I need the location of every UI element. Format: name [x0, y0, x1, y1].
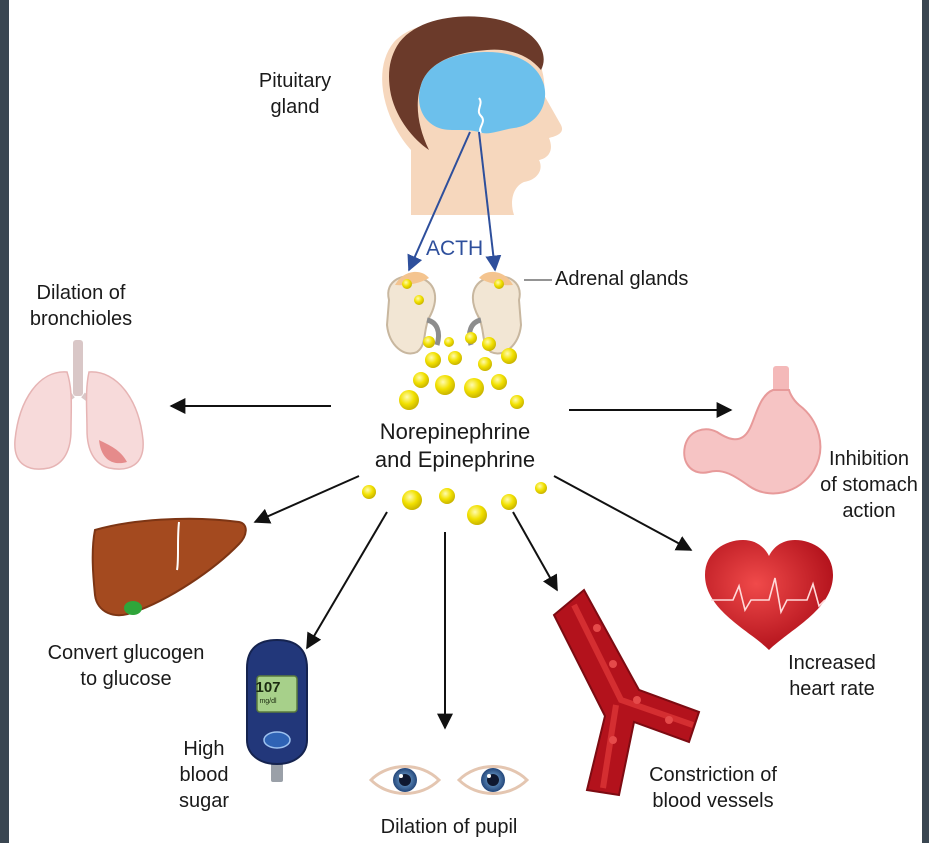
heart	[705, 540, 833, 650]
head-illustration	[382, 16, 562, 215]
acth-label: ACTH	[426, 236, 483, 262]
vessels-label: Constriction of blood vessels	[615, 762, 811, 814]
lung-left	[15, 372, 71, 469]
high-blood-sugar-label: High blood sugar	[169, 736, 239, 814]
stomach-label: Inhibition of stomach action	[817, 446, 921, 524]
arrow-to-glucose-meter	[307, 512, 387, 648]
adrenal-glands-label: Adrenal glands	[555, 266, 688, 292]
pupil-label: Dilation of pupil	[339, 814, 559, 840]
eyes-illustration	[371, 767, 527, 794]
bronchioles-label: Dilation of bronchioles	[11, 280, 151, 332]
trachea	[73, 340, 83, 396]
meter-button[interactable]	[264, 732, 290, 748]
liver-illustration	[93, 519, 246, 615]
hormone-dots-lower	[362, 482, 547, 525]
stomach-illustration	[684, 366, 820, 493]
diagram-canvas: Pituitary gland ACTH Adrenal glands Nore…	[9, 0, 922, 843]
meter-reading: 107	[248, 680, 288, 696]
arrow-to-vessels	[513, 512, 557, 590]
esophagus	[773, 366, 789, 392]
arrow-to-liver	[255, 476, 359, 522]
hormones-label: Norepinephrine and Epinephrine	[365, 418, 545, 474]
heart-label: Increased heart rate	[769, 650, 895, 702]
meter-unit: mg/dl	[248, 697, 288, 706]
arrow-to-heart	[554, 476, 691, 550]
liver	[93, 519, 246, 615]
lungs-illustration	[15, 340, 143, 469]
liver-label: Convert glucogen to glucose	[31, 640, 221, 692]
glucose-meter-illustration	[247, 640, 307, 782]
gallbladder	[124, 601, 142, 615]
pituitary-label: Pituitary gland	[245, 68, 345, 120]
stomach	[684, 390, 820, 493]
heart-illustration	[705, 540, 833, 650]
